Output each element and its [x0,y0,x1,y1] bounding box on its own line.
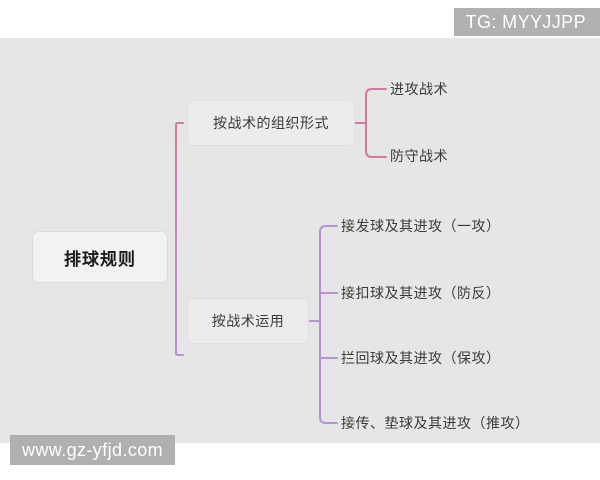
watermark-bottom-left: www.gz-yfjd.com [10,435,176,465]
watermark-bottom-left-text: www.gz-yfjd.com [22,439,164,460]
mindmap-leaf-node[interactable]: 接发球及其进攻（一攻） [341,213,501,239]
mindmap-branch-node-1[interactable]: 按战术的组织形式 [187,100,355,146]
mindmap-leaf-node[interactable]: 接传、垫球及其进攻（推攻） [341,410,530,436]
leaf-node-label: 接传、垫球及其进攻（推攻） [341,415,530,431]
leaf-node-label: 进攻战术 [390,81,448,97]
mindmap-leaf-node[interactable]: 拦回球及其进攻（保攻） [341,345,501,371]
mindmap-root-node[interactable]: 排球规则 [32,231,168,283]
watermark-top-right-text: TG: MYYJJPP [465,11,586,32]
branch-node-2-label: 按战术运用 [211,313,285,329]
leaf-node-label: 接发球及其进攻（一攻） [341,218,501,234]
mindmap-leaf-node[interactable]: 接扣球及其进攻（防反） [341,280,501,306]
root-node-label: 排球规则 [64,249,136,269]
mindmap-leaf-node[interactable]: 防守战术 [390,143,448,169]
watermark-top-right: TG: MYYJJPP [453,8,600,36]
branch-node-1-label: 按战术的组织形式 [213,115,329,131]
leaf-node-label: 防守战术 [390,148,448,164]
leaf-node-label: 拦回球及其进攻（保攻） [341,350,501,366]
leaf-node-label: 接扣球及其进攻（防反） [341,285,501,301]
mindmap-branch-node-2[interactable]: 按战术运用 [187,298,309,344]
mindmap-leaf-node[interactable]: 进攻战术 [390,76,448,102]
